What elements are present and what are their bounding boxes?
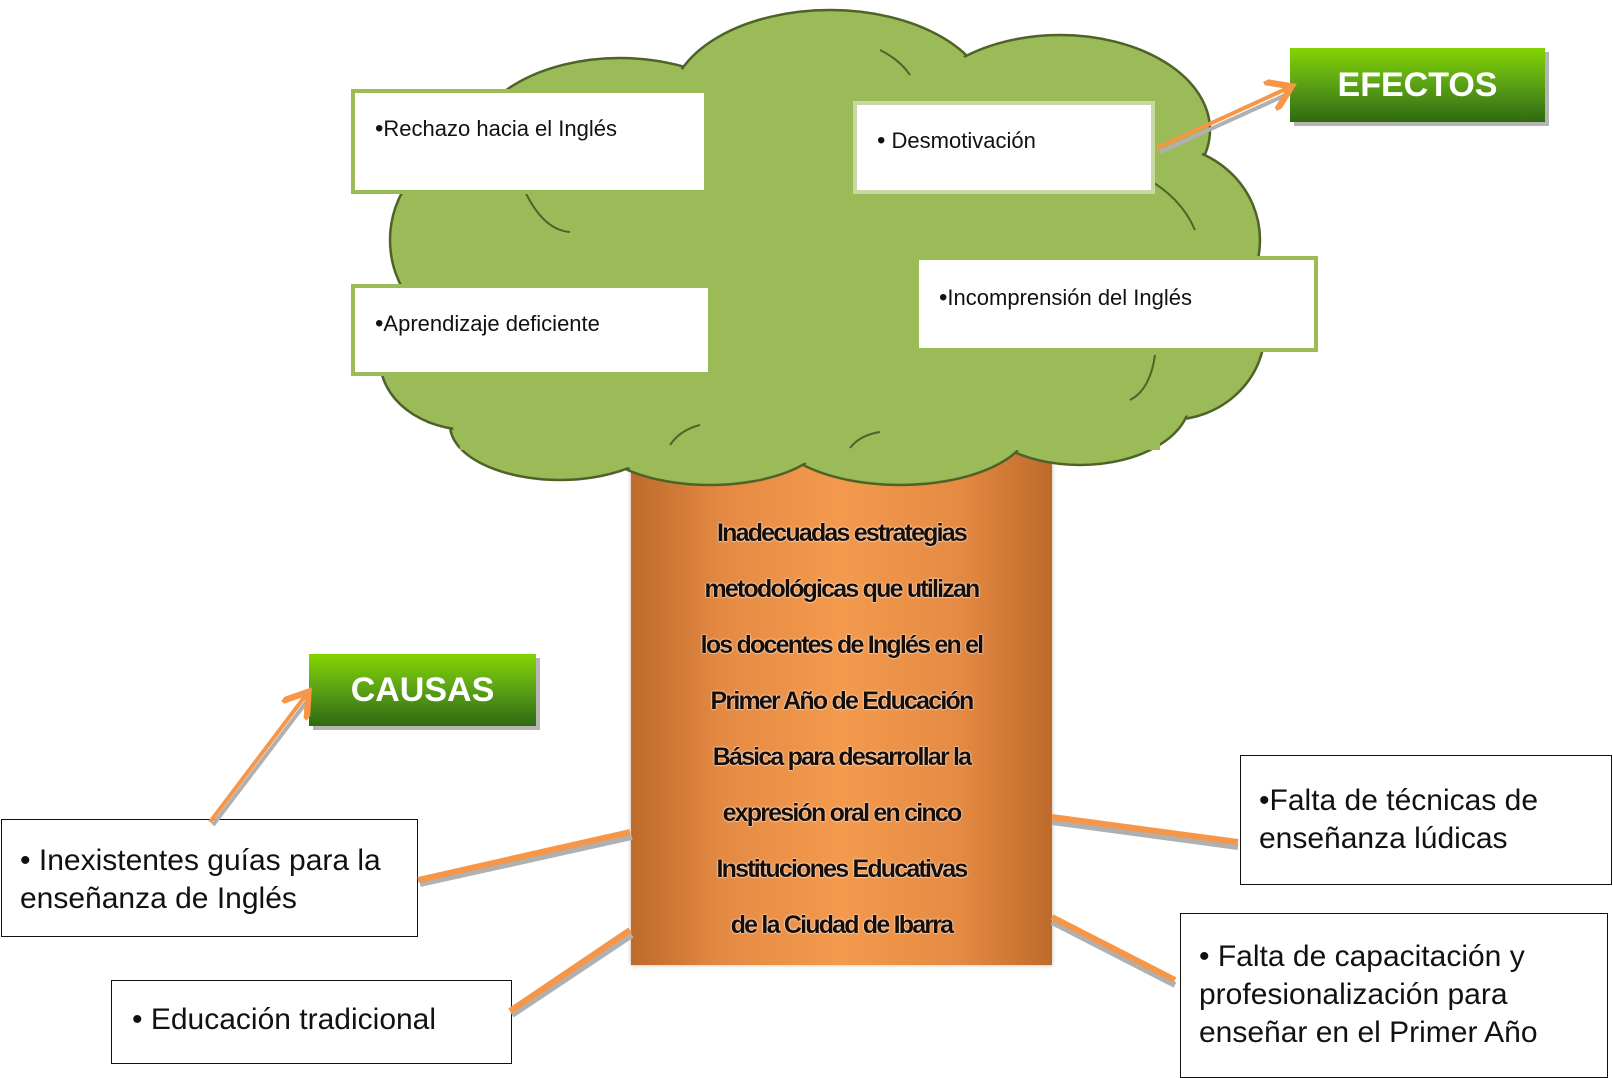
- cause-guias: • Inexistentes guías para la enseñanza d…: [1, 819, 418, 937]
- bullet: •: [877, 127, 886, 154]
- central-problem-line: Primer Año de Educación: [710, 687, 975, 715]
- central-problem-line: Básica para desarrollar la: [712, 743, 972, 771]
- bullet: •: [939, 284, 948, 311]
- bullet: •: [132, 1003, 143, 1036]
- central-problem-line: los docentes de Inglés en el: [700, 631, 984, 659]
- bullet: •: [20, 844, 31, 877]
- effect-text: Aprendizaje deficiente: [383, 311, 600, 336]
- cause-tecnicas: •Falta de técnicas de enseñanza lúdicas: [1240, 755, 1612, 885]
- cause-text: Falta de técnicas de enseñanza lúdicas: [1259, 784, 1539, 855]
- cause-tradicional: • Educación tradicional: [111, 980, 512, 1064]
- cause-text: Inexistentes guías para la enseñanza de …: [20, 844, 381, 915]
- bullet: •: [1259, 784, 1270, 817]
- cause-capacitacion: • Falta de capacitación y profesionaliza…: [1180, 913, 1608, 1078]
- effect-rechazo: •Rechazo hacia el Inglés: [351, 89, 708, 194]
- effect-text: Rechazo hacia el Inglés: [383, 116, 617, 141]
- bullet: •: [375, 310, 384, 337]
- cause-text: Falta de capacitación y profesionalizaci…: [1199, 940, 1538, 1049]
- effect-desmotivacion: • Desmotivación: [853, 101, 1155, 194]
- bullet: •: [1199, 940, 1210, 973]
- tree-trunk: [631, 415, 1052, 965]
- bullet: •: [375, 115, 384, 142]
- cause-text: Educación tradicional: [150, 1003, 437, 1036]
- central-problem-line: expresión oral en cinco: [722, 799, 963, 827]
- effect-text: Desmotivación: [891, 128, 1036, 153]
- central-problem-line: de la Ciudad de Ibarra: [730, 911, 954, 939]
- central-problem-line: metodológicas que utilizan: [704, 575, 980, 603]
- central-problem-text: Inadecuadas estrategias metodológicas qu…: [640, 505, 1043, 953]
- efectos-label: EFECTOS: [1290, 48, 1545, 122]
- effect-aprendizaje: •Aprendizaje deficiente: [351, 284, 712, 376]
- central-problem-line: Instituciones Educativas: [716, 855, 969, 883]
- effect-incomprension: •Incomprensión del Inglés: [915, 256, 1318, 352]
- central-problem-line: Inadecuadas estrategias: [716, 519, 968, 547]
- effect-text: Incomprensión del Inglés: [947, 285, 1192, 310]
- causas-label: CAUSAS: [309, 654, 536, 726]
